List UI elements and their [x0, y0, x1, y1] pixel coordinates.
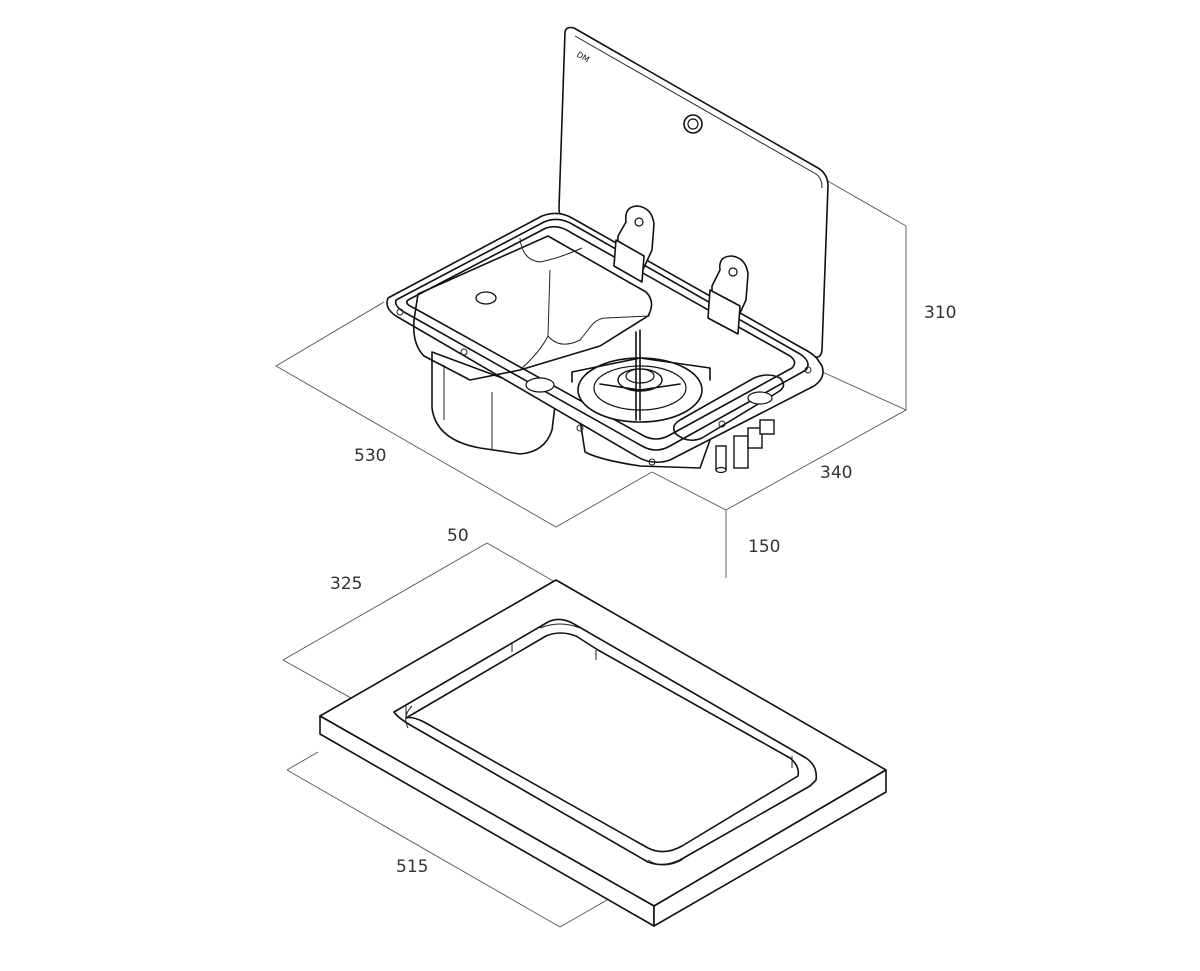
- countertop-board: [319, 579, 887, 927]
- dim-label-cutout-length: 515: [396, 857, 429, 877]
- dim-label-sink-length: 530: [354, 446, 387, 466]
- upper-dimension-lines: [275, 179, 907, 578]
- dim-label-lid-height: 310: [924, 303, 957, 323]
- gas-fittings: [715, 419, 775, 474]
- dim-label-body-height: 150: [748, 537, 781, 557]
- dim-label-sink-depth: 340: [820, 463, 853, 483]
- lid-knob: [683, 114, 703, 134]
- glass-lid: DM: [558, 26, 829, 358]
- dim-label-cutout-width: 325: [330, 574, 363, 594]
- gas-burner: [571, 329, 711, 423]
- lid-hinges: [613, 205, 749, 335]
- dim-label-cutout-offset: 50: [447, 526, 469, 546]
- control-recess: [672, 374, 785, 442]
